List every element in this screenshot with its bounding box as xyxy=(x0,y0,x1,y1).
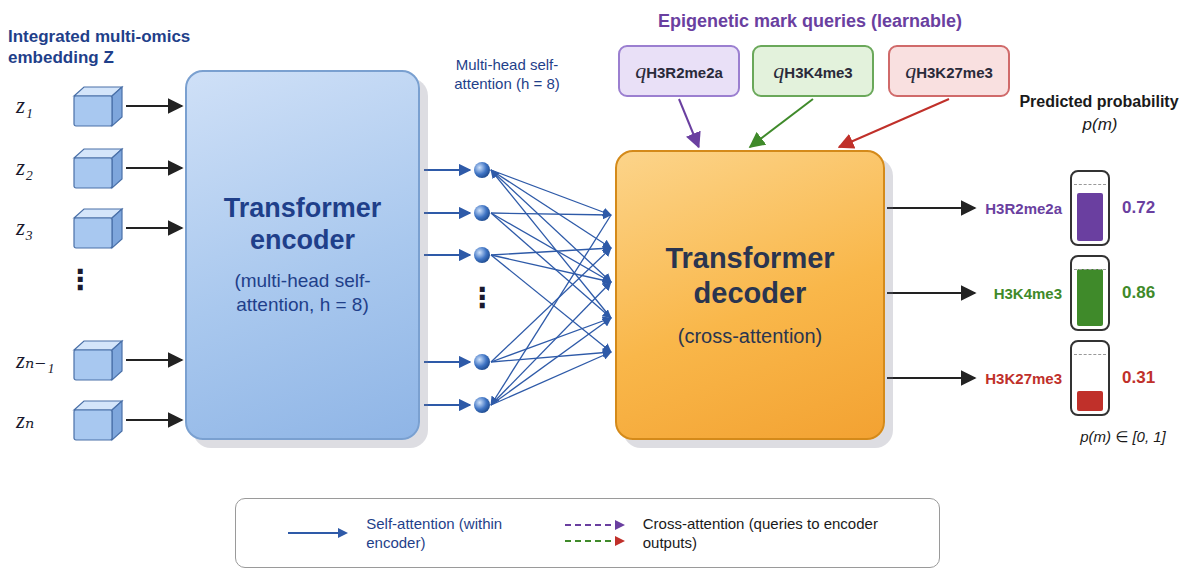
connector-arrow xyxy=(839,99,949,147)
bar-frame xyxy=(1070,170,1110,246)
bar-threshold xyxy=(1074,269,1106,270)
probability-bar: H3K4me3 0.86 xyxy=(978,255,1178,331)
embedding-label: z₂ xyxy=(16,155,33,181)
probability-value: 0.31 xyxy=(1110,368,1155,388)
section-heading: Integrated multi-omics embedding Z xyxy=(8,26,233,69)
connector-arrow xyxy=(126,167,182,169)
legend-item: Cross-attention (queries to encoder outp… xyxy=(559,513,893,553)
transformer-block: Transformer encoder (multi-head self-atte… xyxy=(185,70,420,440)
cube-shape xyxy=(70,338,124,382)
block-title: Transformer decoder xyxy=(645,241,856,311)
probability-bar: H3R2me2a 0.72 xyxy=(978,170,1178,246)
embedding-cube: z₃ xyxy=(16,206,124,250)
cube-shape xyxy=(70,84,124,128)
bar-frame xyxy=(1070,255,1110,331)
section-heading: Predicted probability xyxy=(1010,92,1188,112)
connector-arrow xyxy=(887,207,975,209)
embedding-label: z₁ xyxy=(16,93,33,119)
query-label: qH3K27me3 xyxy=(905,58,993,84)
bar-frame xyxy=(1070,340,1110,416)
cube-shape xyxy=(70,206,124,250)
connector-arrow xyxy=(126,419,182,421)
connector-arrow xyxy=(887,292,975,294)
attention-note: Multi-head self-attention (h = 8) xyxy=(432,56,582,94)
embedding-cube: z₂ xyxy=(16,146,124,190)
query-label: qH3K4me3 xyxy=(773,58,852,84)
ellipsis: ⋮ xyxy=(60,262,100,297)
legend-sample xyxy=(559,513,631,553)
connector-arrow xyxy=(126,359,182,361)
bar-fill xyxy=(1077,269,1103,326)
ellipsis: ⋮ xyxy=(462,280,502,315)
connector-arrow xyxy=(126,227,182,229)
connector-arrow xyxy=(679,99,699,147)
encoder-to-token-arrows xyxy=(424,170,470,405)
bar-fill xyxy=(1077,391,1103,411)
embedding-label: zₙ₋₁ xyxy=(16,347,54,374)
attention-mesh xyxy=(491,170,611,405)
connector-arrow xyxy=(887,377,975,379)
block-title: Transformer encoder xyxy=(213,192,392,257)
embedding-cube: zₙ xyxy=(16,398,124,442)
connector-arrow xyxy=(750,99,813,147)
transformer-block: Transformer decoder (cross-attention) xyxy=(615,150,885,440)
section-heading: Epigenetic mark queries (learnable) xyxy=(580,10,1040,33)
legend-item: Self-attention (within encoder) xyxy=(282,513,506,553)
bar-threshold xyxy=(1074,354,1106,355)
cube-shape xyxy=(70,146,124,190)
embedding-cube: z₁ xyxy=(16,84,124,128)
probability-bar: H3K27me3 0.31 xyxy=(978,340,1178,416)
legend-sample xyxy=(282,513,354,553)
probability-value: 0.72 xyxy=(1110,198,1155,218)
legend-text: Self-attention (within encoder) xyxy=(366,514,506,553)
query-box: qH3K4me3 xyxy=(752,45,874,97)
probability-symbol: p(m) xyxy=(1050,114,1150,135)
probability-value: 0.86 xyxy=(1110,283,1155,303)
legend-text: Cross-attention (queries to encoder outp… xyxy=(643,514,893,553)
embedding-cube: zₙ₋₁ xyxy=(16,338,124,382)
query-box: qH3R2me2a xyxy=(618,45,740,97)
query-box: qH3K27me3 xyxy=(888,45,1010,97)
bar-fill xyxy=(1077,193,1103,241)
legend-box: Self-attention (within encoder) Cross-att… xyxy=(235,498,940,568)
mark-name: H3K4me3 xyxy=(978,285,1070,302)
mark-name: H3K27me3 xyxy=(978,370,1070,387)
cube-shape xyxy=(70,398,124,442)
query-label: qH3R2me2a xyxy=(635,58,723,84)
range-note: p(m) ∈ [0, 1] xyxy=(1062,428,1184,447)
block-subtitle: (cross-attention) xyxy=(639,323,861,349)
block-subtitle: (multi-head self-attention, h = 8) xyxy=(225,269,380,318)
embedding-label: zₙ xyxy=(16,407,34,434)
connector-arrow xyxy=(126,105,182,107)
embedding-label: z₃ xyxy=(16,215,33,241)
bar-threshold xyxy=(1074,184,1106,185)
mark-name: H3R2me2a xyxy=(978,200,1070,217)
